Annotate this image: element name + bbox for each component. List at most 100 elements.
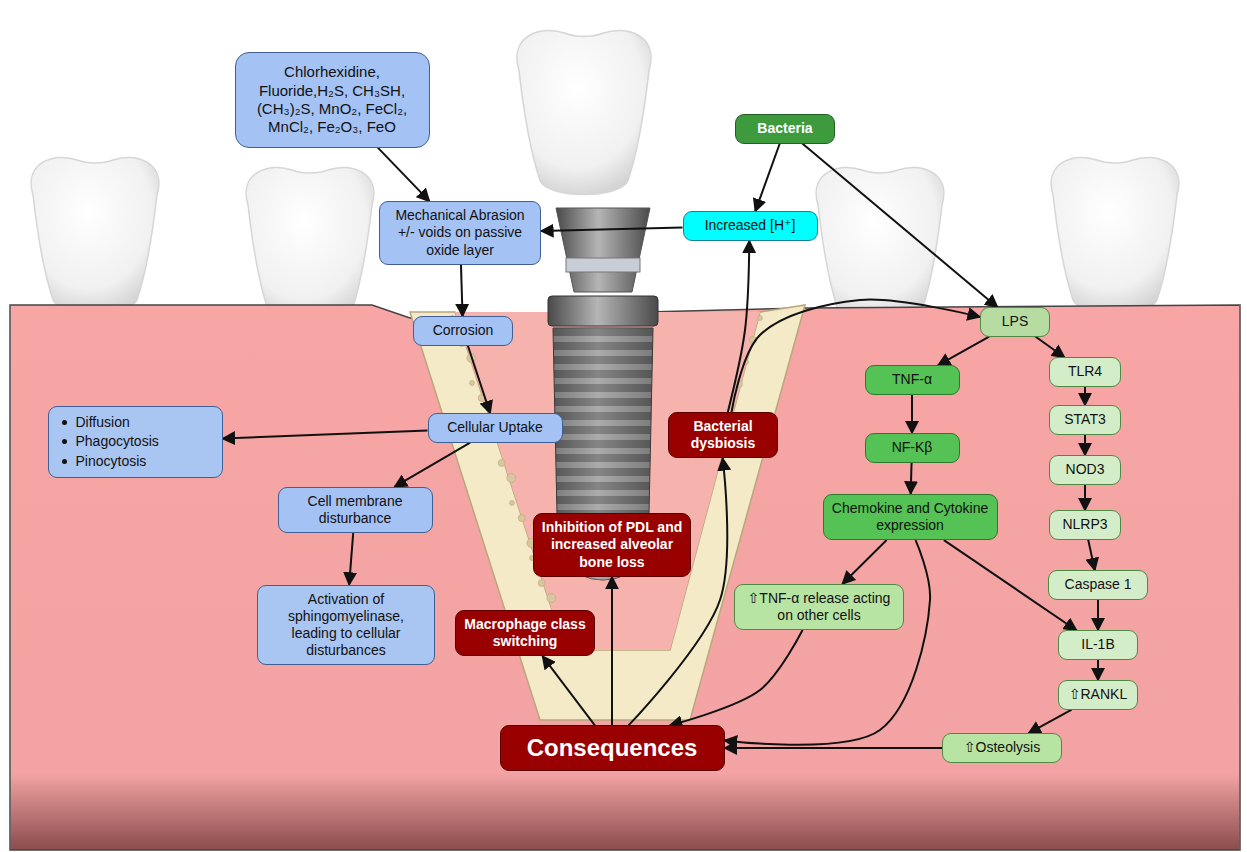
arrow-connector [378, 148, 430, 202]
pathway-box: ⇧TNF-α release acting on other cells [734, 584, 904, 630]
text-row: ⇧Osteolysis [950, 739, 1054, 756]
particle-debris [450, 316, 763, 626]
node-text: STAT3 [1064, 411, 1106, 427]
text-row: TNF-α [873, 371, 952, 388]
bullet-dot [62, 420, 67, 425]
node-text: NOD3 [1066, 461, 1105, 477]
consequence-box: Bacterial dysbiosis [668, 412, 778, 458]
text-row: Diffusion [62, 414, 215, 431]
text-row: Bacteria [743, 120, 827, 137]
arrow-connector [1084, 387, 1086, 406]
peri-implant-tissue [455, 312, 760, 650]
text-row: Pinocytosis [62, 453, 215, 470]
arrow-connector [802, 144, 997, 308]
tooth [246, 167, 374, 323]
node-text: Inhibition of PDL and increased alveolar… [542, 519, 683, 569]
pathway-box: NLRP3 [1049, 510, 1121, 539]
pathway-box: Caspase 1 [1048, 570, 1148, 599]
node-text: Corrosion [433, 322, 494, 338]
node-text: Chemokine and Cytokine expression [832, 500, 988, 533]
node-text: Bacteria [757, 120, 812, 136]
text-row: Mechanical Abrasion +/- voids on passive… [387, 207, 533, 258]
pathway-box: NOD3 [1049, 455, 1121, 484]
node-text: Caspase 1 [1065, 576, 1132, 592]
text-row: Inhibition of PDL and increased alveolar… [541, 519, 683, 570]
arrow-connector [394, 443, 470, 487]
arrow-connector [349, 533, 353, 585]
arrow-connector [611, 577, 613, 726]
pathway-box: ⇧Osteolysis [942, 733, 1062, 762]
pathway-box: LPS [980, 307, 1050, 336]
text-row: Chlorhexidine, Fluoride,H₂S, CH₃SH, (CH₃… [244, 63, 421, 136]
debris-particle [498, 460, 505, 467]
node-text: Cellular Uptake [447, 419, 543, 435]
arrow-connector [938, 337, 989, 366]
node-text: TNF-α [892, 371, 932, 387]
node-text: NF-Kβ [892, 439, 933, 455]
arrow-connector [1028, 710, 1071, 734]
debris-particle [510, 501, 515, 506]
text-row: Cell membrane disturbance [286, 493, 425, 527]
abutment-collar [566, 258, 640, 272]
pathway-box: ⇧RANKL [1058, 680, 1138, 709]
text-row: Cellular Uptake [436, 419, 555, 436]
arrow-connector [670, 630, 803, 725]
process-box: Corrosion [413, 316, 513, 345]
process-box: Mechanical Abrasion +/- voids on passive… [379, 201, 541, 264]
debris-particle [547, 594, 556, 603]
text-row: Activation of sphingomyelinase, leading … [265, 591, 427, 659]
frame-edge [1240, 305, 1241, 850]
text-row: Bacterial dysbiosis [676, 418, 770, 452]
arrow-connector [542, 656, 594, 725]
text-row: NOD3 [1057, 461, 1113, 478]
source-box: Bacteria [735, 114, 835, 143]
text-row: NLRP3 [1057, 516, 1113, 533]
arrow-connector [1035, 337, 1064, 358]
pathway-box: NF-Kβ [865, 433, 960, 462]
node-text: Bacterial dysbiosis [691, 418, 756, 451]
arrow-connector [911, 395, 913, 434]
text-row: ⇧RANKL [1066, 686, 1130, 703]
node-text: Cell membrane disturbance [308, 493, 403, 526]
debris-particle [758, 316, 763, 321]
consequences-box: Consequences [500, 725, 725, 770]
pathway-box: TNF-α [865, 365, 960, 394]
gum-tissue [10, 305, 1240, 850]
bullet-dot [62, 459, 67, 464]
arrow-connector [910, 463, 913, 494]
debris-particle [470, 381, 475, 386]
node-text: Chlorhexidine, Fluoride,H₂S, CH₃SH, (CH₃… [257, 63, 407, 135]
arrow-connector [725, 540, 931, 745]
bullet-dot [62, 439, 67, 444]
arrow-connector [1084, 435, 1086, 456]
node-text: LPS [1002, 313, 1028, 329]
frame-edge [10, 305, 11, 850]
text-row: Phagocytosis [62, 433, 215, 450]
process-box: Activation of sphingomyelinase, leading … [257, 585, 435, 665]
arrow-connector [728, 241, 749, 412]
node-text: IL-1B [1081, 636, 1114, 652]
arrow-connector [1097, 660, 1099, 681]
implant-head [548, 296, 658, 326]
node-text: ⇧TNF-α release acting on other cells [748, 590, 891, 623]
arrow-connector [1088, 540, 1095, 571]
implant-crown [517, 31, 651, 195]
pathway-box: Chemokine and Cytokine expression [823, 494, 998, 540]
node-text: Consequences [527, 734, 698, 761]
arrow-connector [842, 540, 886, 584]
text-row: LPS [988, 313, 1042, 330]
text-row: Caspase 1 [1056, 576, 1140, 593]
arrow-connector [223, 431, 428, 439]
node-text: ⇧Osteolysis [964, 739, 1040, 755]
arrow-connector [461, 265, 463, 317]
node-text: NLRP3 [1062, 516, 1107, 532]
node-text: Diffusion [76, 414, 130, 431]
alveolar-bone [410, 305, 805, 720]
text-row: Macrophage class switching [463, 616, 587, 650]
abutment [556, 208, 650, 292]
text-row: Chemokine and Cytokine expression [831, 500, 990, 534]
pathway-box: IL-1B [1058, 630, 1138, 659]
arrow-connector [468, 346, 490, 414]
arrow-connector [732, 300, 980, 412]
